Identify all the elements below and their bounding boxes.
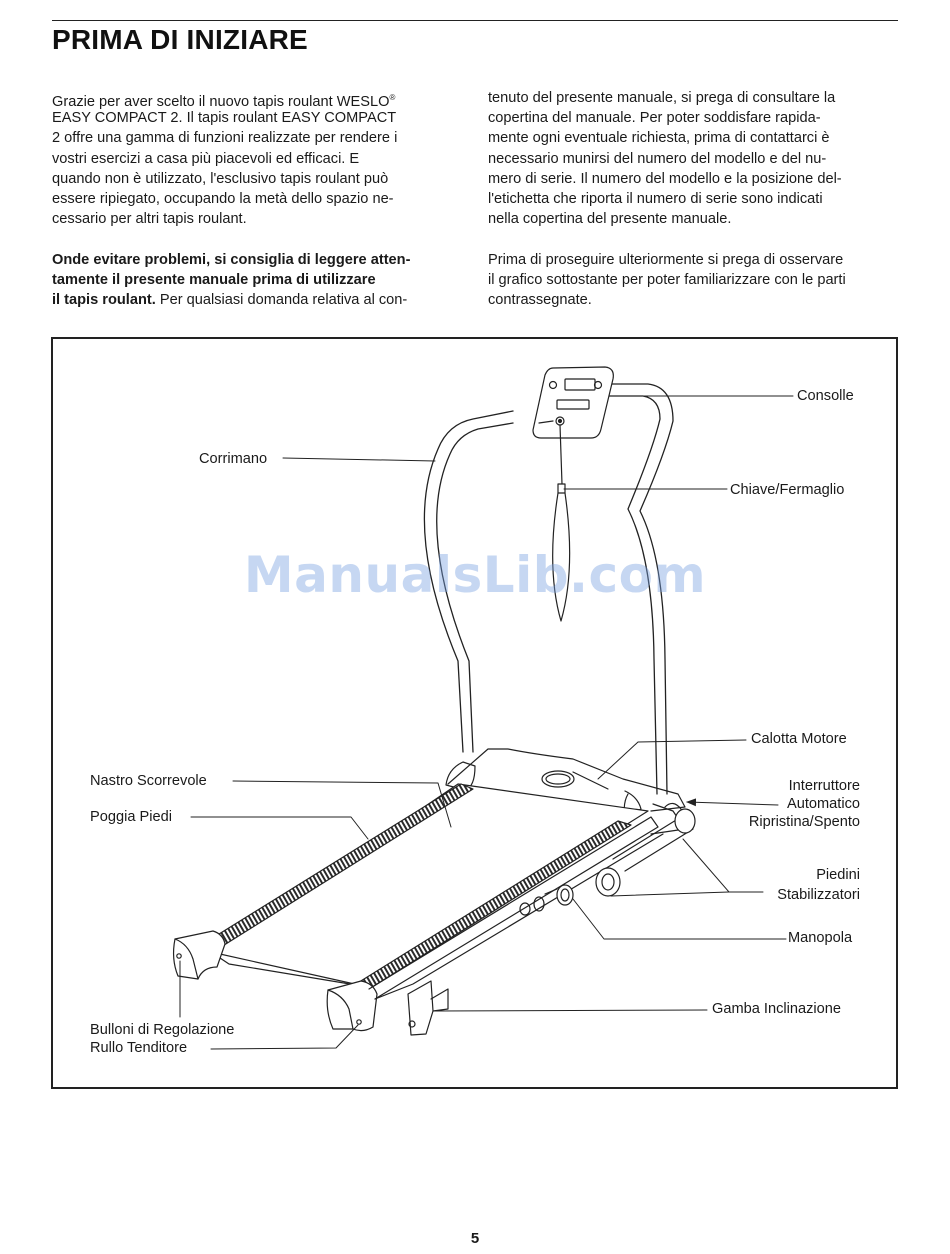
label-calotta-motore: Calotta Motore [751,731,847,747]
deck-frame [445,748,686,835]
leader-nastro [232,780,452,828]
treadmill-illustration [172,366,794,1050]
incline-leg [407,980,449,1036]
label-gamba-inclinazione: Gamba Inclinazione [712,1001,841,1017]
paragraph-line: tenuto del presente manuale, si prega di… [488,90,836,106]
warning-line: tamente il presente manuale prima di uti… [52,270,452,290]
leader-interruttore [686,798,779,807]
leader-bulloni-b [210,1024,359,1050]
paragraph-line: quando non è utilizzato, l'esclusivo tap… [52,170,389,187]
label-piedini-stabilizzatori: Piedini Stabilizzatori [777,865,860,905]
warning-line: Onde evitare problemi, si consiglia di l… [52,250,452,270]
paragraph-line: Prima di proseguire ulteriormente si pre… [488,251,844,268]
label-line: Stabilizzatori [777,887,860,903]
label-manopola: Manopola [788,930,853,946]
warning-text: Onde evitare problemi, si consiglia di l… [52,251,411,268]
label-poggia-piedi: Poggia Piedi [90,809,172,825]
label-line: Bulloni di Regolazione [90,1022,235,1038]
front-left-endcap [172,930,226,980]
label-line: Rullo Tenditore [90,1040,188,1056]
running-belt [210,783,649,990]
watermark: ManualsLib.com [243,546,707,604]
label-line: Interruttore [788,778,860,794]
label-chiave-fermaglio: Chiave/Fermaglio [730,482,845,498]
leader-corrimano [282,457,436,462]
paragraph-line: 2 offre una gamma di funzioni realizzate… [52,130,398,147]
paragraph-line: mero di serie. Il numero del modello e l… [488,170,842,187]
stabilizer-feet [595,802,696,897]
paragraph-line: EASY COMPACT 2. Il tapis roulant EASY CO… [52,110,397,127]
console-unit [532,366,614,439]
leader-gamba [432,1009,708,1012]
page-number: 5 [470,1230,480,1247]
treadmill-diagram: Consolle Corrimano Chiave/Fermaglio Calo… [51,337,898,1089]
label-nastro-scorrevole: Nastro Scorrevole [90,773,207,789]
label-consolle: Consolle [797,388,854,404]
knob [519,884,574,916]
leader-piedini-a [682,838,764,893]
leader-manopola [572,898,787,940]
paragraph-line: l'etichetta che riporta il numero di ser… [488,190,823,207]
label-interruttore: Interruttore Automatico Ripristina/Spent… [749,777,860,831]
label-line: Piedini [816,867,860,883]
paragraph-line: vostri esercizi a casa più piacevoli ed … [52,150,360,167]
paragraph-line: mente ogni eventuale richiesta, prima di… [488,130,830,147]
intro-right-column: tenuto del presente manuale, si prega di… [488,88,888,310]
leader-poggia [190,816,369,840]
leader-calotta [597,739,747,780]
paragraph-line: necessario munirsi del numero del modell… [488,150,827,167]
label-corrimano: Corrimano [199,451,268,467]
label-bulloni-regolazione: Bulloni di Regolazione Rullo Tenditore [90,1021,234,1057]
safety-key-clip [552,424,571,622]
page-title: PRIMA DI INIZIARE [52,24,308,55]
front-right-endcap [326,980,378,1032]
label-line: Automatico [786,796,860,812]
side-rail [368,816,664,1000]
registered-mark: ® [389,93,396,102]
paragraph-line: il grafico sottostante per poter familia… [488,271,846,288]
warning-text: il tapis roulant. [52,291,156,308]
handrail-left [423,410,514,753]
top-rule [52,20,898,21]
label-line: Ripristina/Spento [748,814,860,830]
leader-piedini-b [610,891,730,897]
handrail-right [597,383,674,795]
paragraph-line: essere ripiegato, occupando la metà dell… [52,190,394,207]
paragraph-line: contrassegnate. [488,291,592,308]
paragraph-line: cessario per altri tapis roulant. [52,211,247,228]
paragraph-line: Grazie per aver scelto il nuovo tapis ro… [52,88,452,110]
paragraph-line: nella copertina del presente manuale. [488,211,732,228]
warning-line: il tapis roulant. Per qualsiasi domanda … [52,290,452,310]
paragraph-line: copertina del manuale. Per poter soddisf… [488,110,821,127]
warning-text: tamente il presente manuale prima di uti… [52,271,376,288]
text-span: Per qualsiasi domanda relativa al con- [155,291,408,308]
intro-left-column: Grazie per aver scelto il nuovo tapis ro… [52,88,452,310]
text-span: Grazie per aver scelto il nuovo tapis ro… [52,94,390,110]
leader-lines [179,395,794,1050]
